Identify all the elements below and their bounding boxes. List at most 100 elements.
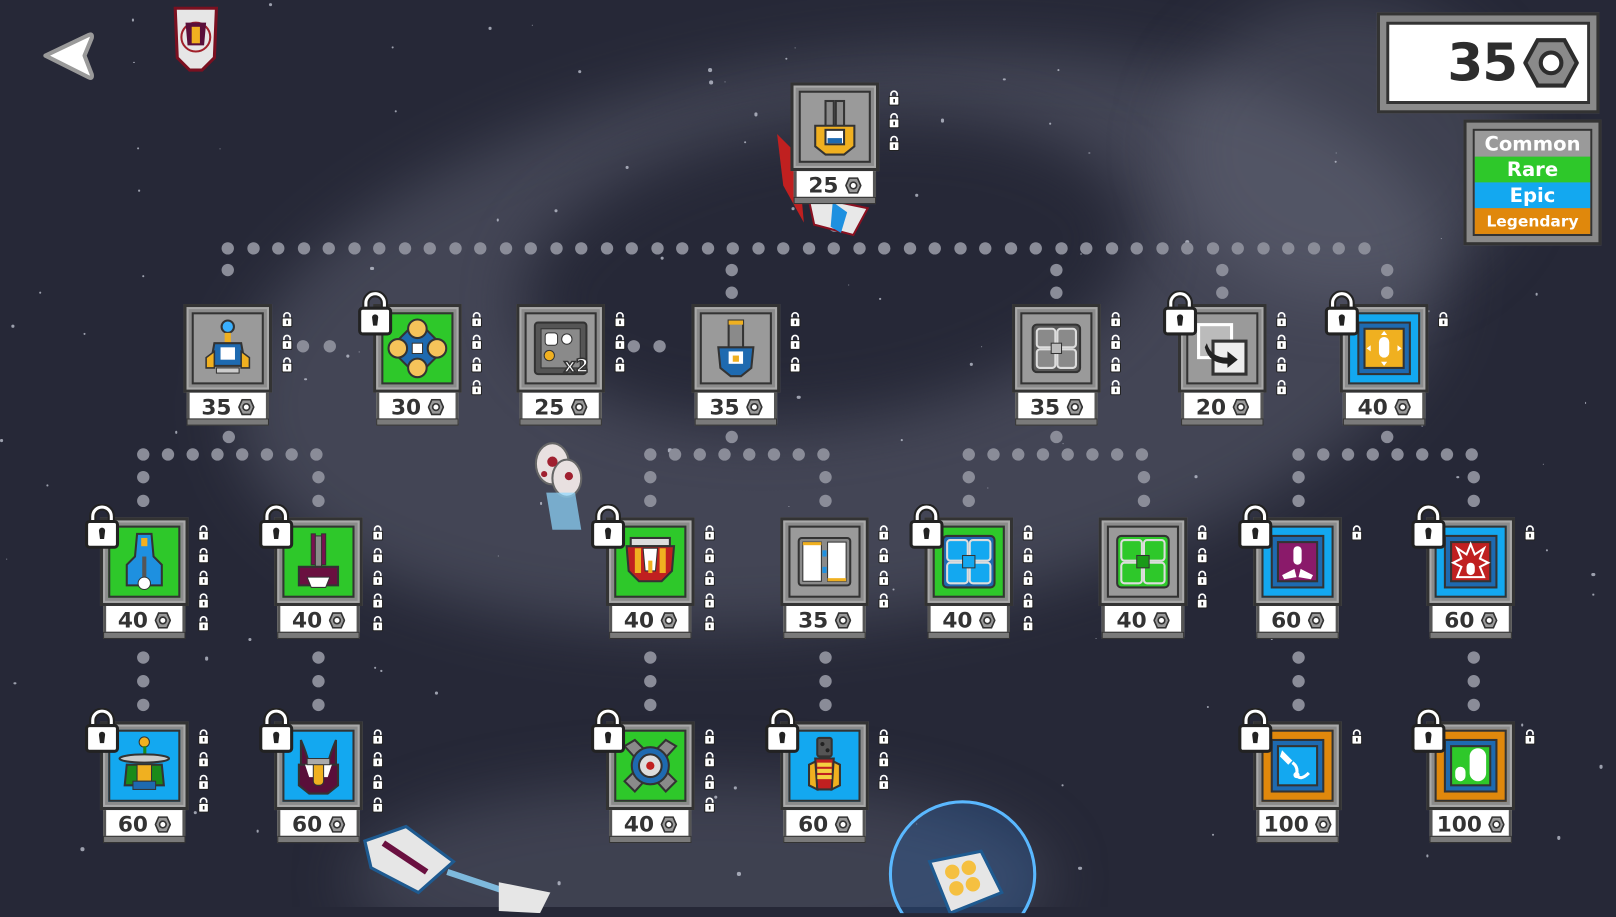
- upgrade-card-quad-orbs[interactable]: 30: [358, 290, 483, 426]
- upgrade-card-shield-gray[interactable]: 35: [1012, 304, 1121, 426]
- star: [304, 378, 307, 381]
- connector-dot: [1110, 448, 1124, 461]
- tier-lock-icon: [471, 311, 483, 328]
- tier-lock-icon: [789, 311, 801, 328]
- legend-common: Common: [1474, 130, 1591, 157]
- upgrade-card-orb-drone[interactable]: 35: [183, 304, 293, 426]
- hex-nut-icon: [844, 176, 862, 194]
- connector-dot: [1105, 242, 1118, 255]
- hex-nut-icon: [1307, 611, 1324, 629]
- star: [394, 110, 397, 113]
- tier-lock-icon: [198, 547, 209, 564]
- upgrade-card-top-turret[interactable]: 25: [790, 82, 900, 205]
- upgrade-card-long-cannon[interactable]: 35: [691, 304, 801, 426]
- connector-dot: [1282, 242, 1295, 255]
- upgrade-card-explosive-shot[interactable]: 60: [1411, 503, 1536, 639]
- star: [488, 26, 492, 30]
- tier-lock-icon: [372, 615, 384, 632]
- tier-locks: [1110, 311, 1121, 396]
- rarity-background: [699, 312, 772, 385]
- upgrade-frame: [591, 707, 715, 813]
- connector-dot: [1465, 448, 1478, 461]
- connector-dot: [852, 242, 866, 255]
- connector-dot: [953, 242, 967, 255]
- upgrade-frame: [259, 707, 384, 813]
- upgrade-card-dish-drone[interactable]: 60: [85, 707, 209, 844]
- star: [496, 218, 500, 222]
- upgrade-card-homing-missile[interactable]: 100: [1238, 707, 1363, 844]
- star: [915, 194, 919, 198]
- star: [11, 324, 15, 328]
- upgrade-card-blue-fighter[interactable]: 40: [85, 503, 209, 639]
- upgrade-card-rocket-spread[interactable]: 60: [1238, 503, 1363, 639]
- long-cannon-icon: [717, 319, 755, 378]
- star: [1095, 637, 1097, 639]
- connector-dot: [979, 242, 992, 255]
- connector-dot: [161, 448, 175, 461]
- tier-locks: [1351, 729, 1363, 745]
- upgrade-card-red-barrel[interactable]: 40: [591, 503, 715, 639]
- star: [969, 362, 973, 366]
- star: [141, 275, 145, 278]
- connector-dot: [718, 448, 731, 461]
- upgrade-card-target-turret[interactable]: 40: [591, 707, 715, 844]
- back-button[interactable]: [39, 29, 97, 85]
- upgrade-card-big-bullet[interactable]: 100: [1411, 707, 1536, 844]
- connector-dot: [726, 242, 739, 255]
- star: [743, 141, 747, 144]
- blue-quad-panel-icon: [941, 534, 996, 589]
- star: [1520, 723, 1524, 727]
- upgrade-card-purple-fighter[interactable]: 40: [259, 503, 384, 639]
- currency-display: 35: [1376, 12, 1600, 114]
- connector-dot: [1341, 448, 1355, 461]
- star: [256, 829, 260, 833]
- connector-dot: [310, 448, 323, 461]
- upgrade-card-blue-quad-panel[interactable]: 40: [909, 503, 1034, 639]
- upgrade-card-gatling-pack[interactable]: 60: [765, 707, 890, 844]
- price-tag: 100: [1256, 810, 1339, 844]
- upgrade-frame: [591, 503, 715, 632]
- hex-nut-icon: [570, 398, 588, 415]
- connector-dot: [819, 651, 832, 664]
- tier-locks: [1351, 525, 1363, 541]
- tier-lock-icon: [281, 311, 293, 328]
- connector-dot: [1086, 448, 1099, 461]
- star: [539, 501, 543, 505]
- connector-dot: [524, 242, 537, 255]
- connector-dot: [817, 448, 830, 461]
- connector-dot: [137, 494, 150, 508]
- twin-panels-icon: [797, 536, 852, 587]
- tier-locks: [198, 525, 209, 632]
- price-value: 20: [1195, 394, 1227, 419]
- upgrade-card-green-quad-panel[interactable]: 40: [1098, 517, 1208, 639]
- price-value: 60: [1444, 607, 1475, 633]
- rarity-background: [1261, 729, 1334, 802]
- hex-nut-icon: [154, 815, 171, 833]
- connector-dot: [650, 242, 664, 255]
- tier-lock-icon: [1276, 311, 1287, 328]
- rarity-background: [932, 525, 1005, 598]
- tier-lock-icon: [372, 774, 384, 790]
- hex-nut-icon: [834, 611, 851, 629]
- upgrade-card-twin-panels[interactable]: 35: [780, 517, 890, 639]
- connector-dot: [137, 448, 150, 461]
- connector-dot: [137, 651, 150, 664]
- tier-lock-icon: [281, 357, 293, 373]
- upgrade-card-horned-ship[interactable]: 60: [259, 707, 384, 844]
- connector-dot: [1317, 448, 1330, 461]
- connector-dot: [1307, 242, 1320, 255]
- price-tag: 40: [609, 810, 692, 844]
- star: [1556, 835, 1561, 840]
- star: [1206, 705, 1210, 709]
- tier-lock-icon: [471, 379, 483, 396]
- tier-lock-icon: [1196, 570, 1208, 586]
- lock-icon: [1411, 707, 1446, 753]
- price-tag: 60: [277, 810, 360, 844]
- star: [941, 118, 945, 123]
- connector-dot: [1137, 470, 1151, 484]
- connector-dot: [743, 448, 756, 461]
- upgrade-card-swap[interactable]: 20: [1163, 290, 1287, 426]
- tier-lock-icon: [789, 357, 801, 373]
- upgrade-card-burst-bullet[interactable]: 40: [1324, 290, 1449, 426]
